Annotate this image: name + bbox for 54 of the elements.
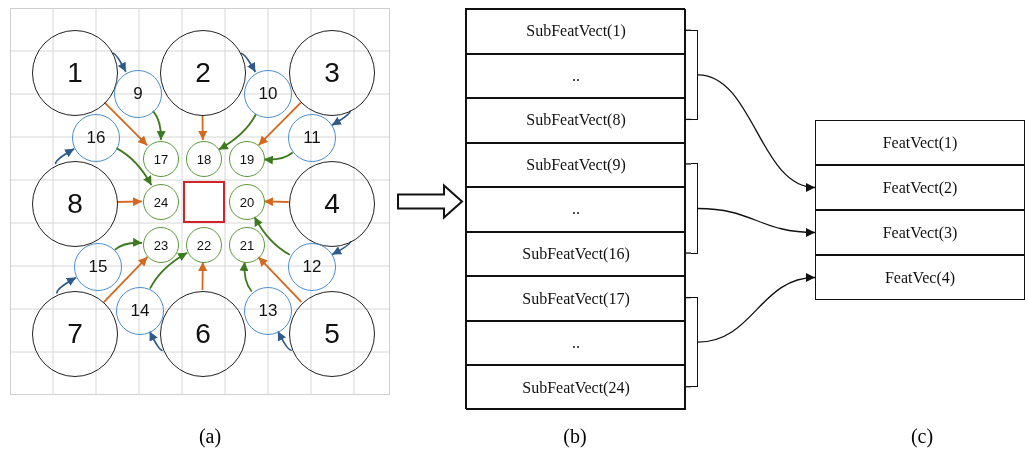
- table-row: SubFeatVect(8): [466, 98, 686, 143]
- arrow: [116, 197, 143, 207]
- arrow: [115, 147, 153, 187]
- arrow: [111, 52, 127, 73]
- bracket: [691, 296, 698, 388]
- arrow: [697, 74, 816, 191]
- arrow: [217, 113, 257, 151]
- bracket: [691, 163, 698, 254]
- arrow: [149, 251, 189, 290]
- arrow: [697, 273, 816, 343]
- connector-line: [684, 296, 692, 299]
- table-row: FeatVect(2): [815, 165, 1025, 210]
- panel-label: (c): [910, 425, 934, 448]
- panel-label: (a): [198, 425, 222, 448]
- arrow: [103, 101, 149, 147]
- table-row: FeatVec(4): [815, 255, 1025, 300]
- connector-line: [684, 252, 692, 254]
- table-row: SubFeatVect(1): [466, 9, 686, 54]
- arrow: [198, 114, 208, 141]
- table-row: FeatVect(3): [815, 210, 1025, 255]
- arrow: [198, 261, 208, 291]
- panel-label: (b): [563, 425, 587, 448]
- connector-line: [684, 163, 692, 165]
- arrow: [257, 101, 302, 147]
- arrow: [257, 256, 303, 303]
- arrow: [263, 151, 294, 165]
- arrow: [253, 216, 291, 256]
- arrow: [56, 276, 77, 295]
- arrow: [697, 207, 816, 237]
- bracket: [691, 29, 698, 121]
- table-row: SubFeatVect(24): [466, 365, 686, 410]
- connector-line: [684, 118, 692, 121]
- arrow: [54, 147, 76, 165]
- square-marker: [183, 181, 225, 223]
- table-row: SubFeatVect(9): [466, 142, 686, 188]
- block-arrow: [397, 183, 464, 220]
- arrow: [263, 197, 289, 207]
- table: [465, 8, 685, 409]
- connector-line: [684, 386, 692, 388]
- arrow: [113, 238, 143, 251]
- table-row: SubFeatVect(16): [466, 231, 686, 277]
- grid-panel: [10, 8, 390, 395]
- arrow: [277, 330, 293, 352]
- arrow: [148, 330, 164, 352]
- arrow: [152, 110, 166, 141]
- arrow: [102, 256, 149, 303]
- table-row: ..: [466, 53, 686, 99]
- arrow: [239, 261, 253, 293]
- table-row: SubFeatVect(17): [466, 276, 686, 321]
- connector-line: [684, 29, 692, 31]
- table-row: ..: [466, 320, 686, 366]
- table-row: FeatVect(1): [815, 120, 1025, 165]
- arrow: [240, 52, 257, 73]
- table-row: ..: [466, 187, 686, 232]
